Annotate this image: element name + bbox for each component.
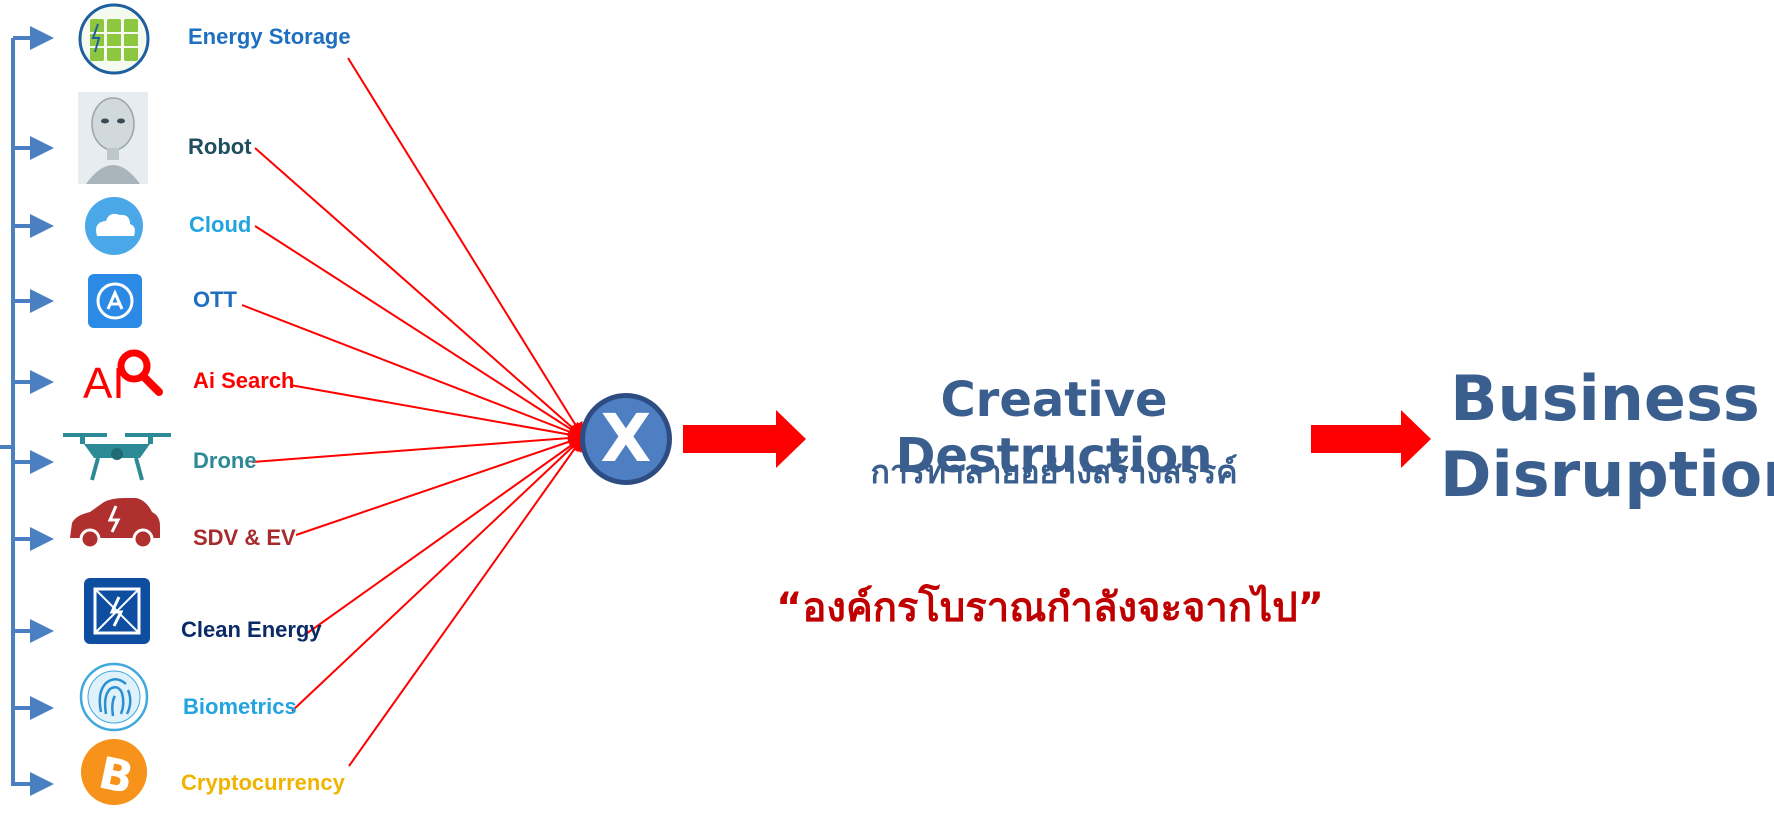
- robot-face-icon: [78, 92, 148, 184]
- converge-line: [254, 225, 585, 439]
- converge-line: [254, 147, 585, 439]
- creative-destruction-title: Creative Destruction: [895, 372, 1213, 484]
- solar-panel-icon: [84, 578, 150, 644]
- outcome-arrow: [1311, 410, 1431, 468]
- bracket-arrows: [13, 26, 54, 796]
- technology-label: Cloud: [189, 212, 252, 237]
- drone-icon: [63, 433, 171, 481]
- converge-line: [291, 435, 585, 712]
- converge-line: [241, 304, 585, 440]
- technology-label: Robot: [188, 134, 252, 159]
- creative-destruction-thai: การทำลายอย่างสร้างสรรค์: [870, 453, 1238, 491]
- left-bracket: [0, 38, 15, 786]
- multiply-circle: X: [580, 393, 672, 485]
- technology-label: SDV & EV: [193, 525, 296, 550]
- business-disruption-line1: Business: [1450, 362, 1760, 435]
- converge-line: [305, 435, 585, 635]
- bitcoin-icon: B: [81, 739, 147, 805]
- converge-line: [348, 435, 585, 767]
- technology-label: Clean Energy: [181, 617, 322, 642]
- technology-label: Ai Search: [193, 368, 295, 393]
- fingerprint-icon: [79, 662, 149, 732]
- converge-line: [347, 57, 585, 439]
- business-disruption-line2: Disruption: [1440, 438, 1774, 511]
- battery-icon: [78, 3, 150, 75]
- technology-label: Drone: [193, 448, 257, 473]
- app-store-icon: [88, 274, 142, 328]
- converge-line: [251, 430, 585, 463]
- ai-search-icon: AI: [83, 349, 163, 408]
- technology-label: OTT: [193, 287, 237, 312]
- technology-label: Cryptocurrency: [181, 770, 345, 795]
- electric-car-icon: [70, 498, 160, 550]
- technology-label: Biometrics: [183, 694, 297, 719]
- converge-line: [289, 384, 585, 443]
- converging-lines: [241, 57, 585, 767]
- converge-line: [295, 433, 585, 536]
- result-arrow: [683, 410, 806, 468]
- cloud-icon: [85, 197, 143, 255]
- technology-label: Energy Storage: [188, 24, 351, 49]
- quote-thai: “องค์กรโบราณกำลังจะจากไป”: [776, 585, 1324, 631]
